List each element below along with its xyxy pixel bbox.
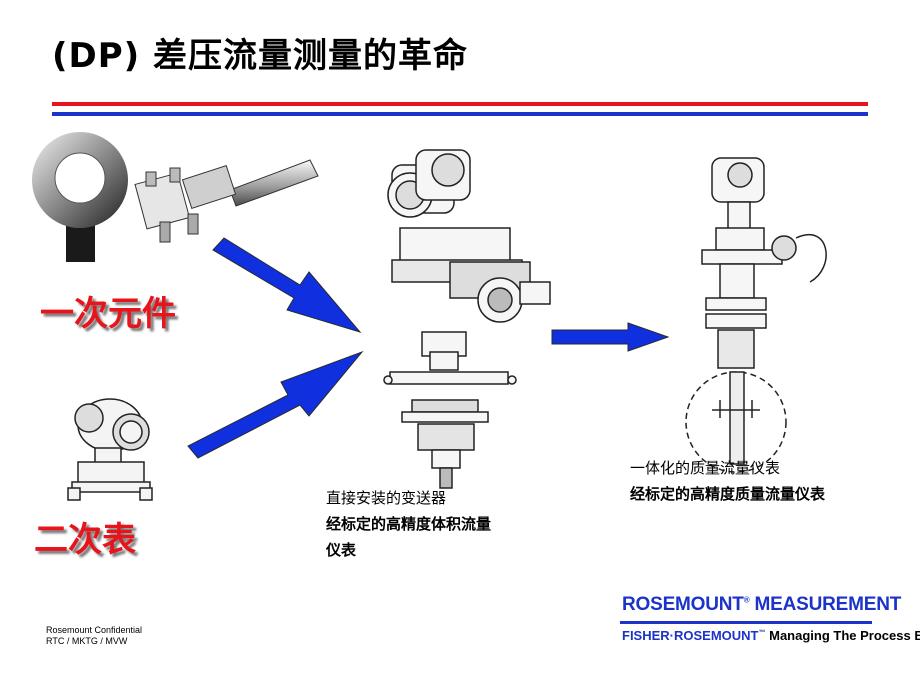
direct-mount-caption-line3: 仪表: [326, 541, 357, 559]
direct-mount-caption-line2: 经标定的高精度体积流量: [326, 515, 492, 533]
direct-mount-caption: 直接安装的变送器 经标定的高精度体积流量 仪表: [326, 485, 491, 563]
primary-element-label: 一次元件: [40, 294, 176, 334]
footer-line1: Rosemount Confidential: [46, 625, 143, 635]
integrated-caption-line1: 一体化的质量流量仪表: [630, 459, 781, 477]
direct-mount-caption-line1: 直接安装的变送器: [326, 489, 447, 507]
integrated-caption: 一体化的质量流量仪表 经标定的高精度质量流量仪表: [630, 455, 825, 507]
footer-line2: RTC / MKTG / MVW: [46, 636, 128, 646]
integrated-caption-line2: 经标定的高精度质量流量仪表: [630, 485, 826, 503]
brand-rule: [620, 621, 872, 624]
confidential-footer: Rosemount Confidential RTC / MKTG / MVW: [46, 625, 142, 647]
title-rule-blue: [52, 112, 868, 116]
arrow-primary-to-direct: [212, 237, 362, 333]
orifice-plate-image: [32, 132, 128, 262]
flow-probe-image: [134, 159, 319, 243]
direct-mount-transmitter-image: [387, 149, 551, 323]
transmitter-image: [67, 398, 153, 501]
direct-mount-assembly-image: [383, 331, 517, 489]
flow-arrows: [187, 237, 670, 459]
integrated-flowmeter-image: [685, 157, 827, 473]
arrow-secondary-to-direct: [187, 350, 364, 459]
slide-title: (DP) 差压流量测量的革命: [52, 36, 469, 76]
brand-logo-slogan: FISHER·ROSEMOUNT™ Managing The Process B…: [622, 628, 920, 643]
secondary-instrument-label: 二次表: [34, 520, 136, 560]
arrow-direct-to-integrated: [551, 322, 670, 352]
title-rule-red: [52, 102, 868, 106]
brand-logo-title: ROSEMOUNT® MEASUREMENT: [622, 594, 902, 615]
